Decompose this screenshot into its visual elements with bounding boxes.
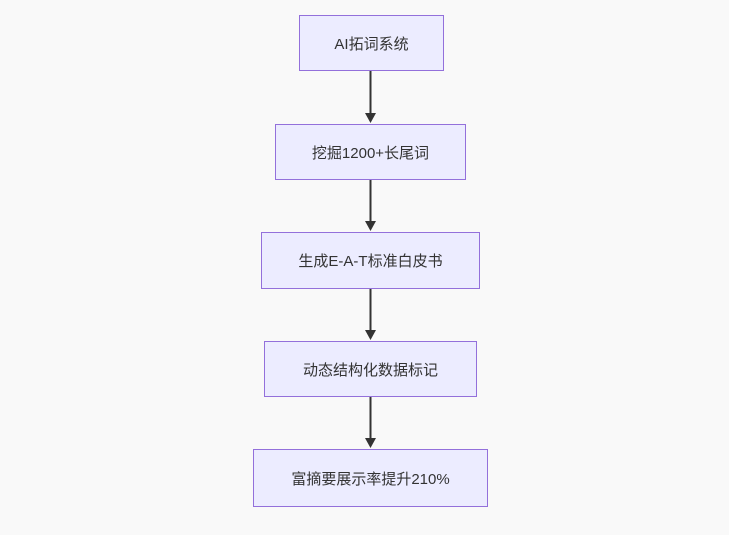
arrow-down-icon	[365, 180, 376, 231]
flow-node-structured-data-markup: 动态结构化数据标记	[264, 341, 477, 397]
arrow-head	[365, 330, 376, 340]
flow-node-rich-snippet-rate: 富摘要展示率提升210%	[253, 449, 488, 507]
arrow-down-icon	[365, 397, 376, 448]
flow-node-eat-whitepaper: 生成E-A-T标准白皮书	[261, 232, 480, 289]
flow-node-longtail-keywords: 挖掘1200+长尾词	[275, 124, 466, 180]
arrow-down-icon	[365, 289, 376, 340]
arrow-head	[365, 221, 376, 231]
arrow-down-icon	[365, 71, 376, 123]
arrow-head	[365, 438, 376, 448]
arrow-head	[365, 113, 376, 123]
flow-node-ai-word-expansion: AI拓词系统	[299, 15, 444, 71]
